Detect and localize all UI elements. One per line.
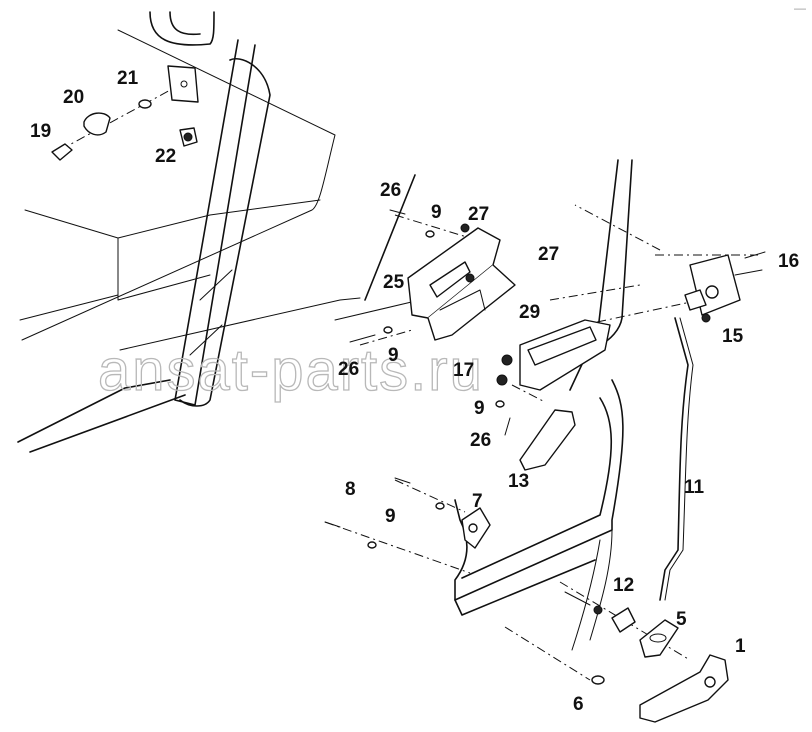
callout-label: 29 — [519, 302, 540, 323]
callout-label: 26 — [380, 180, 401, 201]
callout-label: 6 — [573, 694, 584, 715]
callout-label: 13 — [508, 471, 529, 492]
callout-label: 27 — [538, 244, 559, 265]
watermark: ansat-parts.ru — [98, 338, 484, 403]
callout-label: 26 — [338, 359, 359, 380]
callout-label: 12 — [613, 575, 634, 596]
callout-labels: 1 5 6 7 8 9 9 9 9 11 12 13 15 16 17 19 2… — [30, 68, 799, 715]
callout-label: 16 — [778, 251, 799, 272]
callout-label: 9 — [474, 398, 485, 419]
bracket-25 — [407, 227, 516, 341]
callout-label: 15 — [722, 326, 744, 347]
callout-label: 17 — [453, 360, 474, 381]
hinge-assembly — [51, 65, 199, 161]
callout-label: 25 — [383, 272, 405, 293]
callout-label: 11 — [684, 477, 705, 498]
callout-label: 27 — [468, 204, 489, 225]
outer-handle — [639, 654, 729, 723]
callout-label: 9 — [431, 202, 442, 223]
leader-lines — [59, 81, 758, 681]
callout-label: 9 — [388, 345, 399, 366]
callout-label: 20 — [63, 87, 84, 108]
callout-label: 8 — [345, 479, 356, 500]
inner-handle — [519, 409, 576, 471]
callout-label: 9 — [385, 506, 396, 527]
callout-label: 7 — [472, 491, 483, 512]
callout-label: 21 — [117, 68, 139, 89]
door-rod — [659, 317, 689, 601]
washer-6 — [591, 675, 605, 685]
corner-mark: — — [794, 1, 806, 15]
callout-label: 22 — [155, 146, 176, 167]
callout-label: 1 — [735, 636, 746, 657]
fasteners — [324, 209, 636, 633]
latch-29 — [496, 319, 611, 391]
escutcheon — [639, 619, 679, 658]
callout-label: 5 — [676, 609, 687, 630]
door-rod-shadow — [664, 317, 694, 601]
cab-body-outline — [17, 11, 633, 651]
lock-plate — [684, 251, 766, 323]
callout-label: 19 — [30, 121, 51, 142]
callout-label: 26 — [470, 430, 491, 451]
